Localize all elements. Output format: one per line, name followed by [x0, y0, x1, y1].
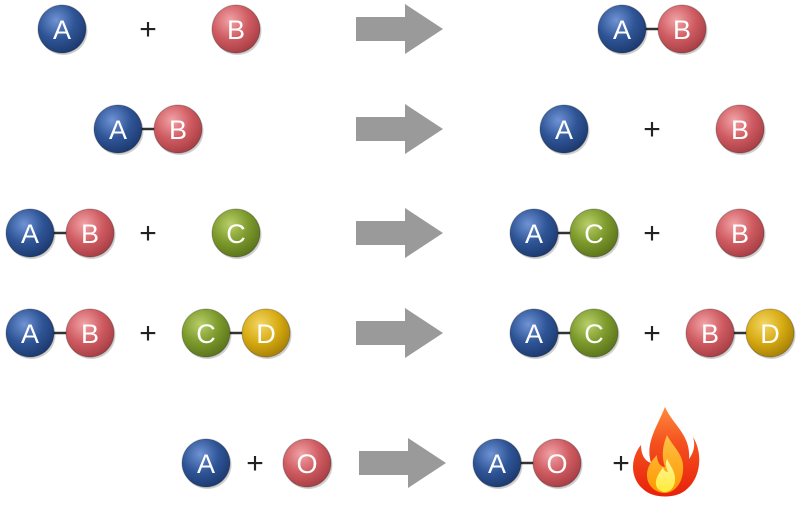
- atom-A: A: [597, 4, 648, 55]
- atom-label: A: [21, 219, 39, 249]
- atom-C: C: [569, 308, 620, 359]
- species: A: [539, 104, 590, 155]
- atom-A: A: [5, 208, 56, 259]
- plus-sign: +: [139, 217, 157, 250]
- atom-A: A: [539, 104, 590, 155]
- plus-sign: +: [139, 13, 157, 46]
- atom-A: A: [472, 438, 523, 489]
- atom-B: B: [211, 4, 262, 55]
- atom-B: B: [153, 104, 204, 155]
- atom-label: B: [731, 115, 749, 145]
- reaction-arrow: [359, 438, 446, 488]
- reaction-arrow: [356, 104, 443, 154]
- atom-O: O: [532, 438, 583, 489]
- atom-B: B: [657, 4, 708, 55]
- atom-A: A: [509, 308, 560, 359]
- species: B: [715, 208, 766, 259]
- atom-label: B: [701, 319, 719, 349]
- atom-label: C: [196, 319, 216, 349]
- atom-A: A: [181, 438, 232, 489]
- plus-sign: +: [643, 217, 661, 250]
- atom-label: B: [81, 219, 99, 249]
- atom-label: A: [21, 319, 39, 349]
- atom-label: A: [197, 449, 215, 479]
- species: A: [181, 438, 232, 489]
- atom-C: C: [211, 208, 262, 259]
- atom-A: A: [37, 4, 88, 55]
- atom-label: C: [584, 319, 604, 349]
- atom-label: B: [673, 15, 691, 45]
- species: B: [211, 4, 262, 55]
- atom-B: B: [65, 208, 116, 259]
- species: [633, 407, 700, 497]
- atom-label: A: [488, 449, 506, 479]
- species: B: [715, 104, 766, 155]
- atom-A: A: [5, 308, 56, 359]
- species: C: [211, 208, 262, 259]
- atom-label: O: [546, 449, 567, 479]
- species: A: [37, 4, 88, 55]
- atom-label: A: [53, 15, 71, 45]
- reaction-arrow: [356, 308, 443, 358]
- atom-B: B: [715, 208, 766, 259]
- plus-sign: +: [643, 317, 661, 350]
- atom-B: B: [685, 308, 736, 359]
- atom-label: A: [613, 15, 631, 45]
- atom-label: A: [525, 219, 543, 249]
- atom-B: B: [65, 308, 116, 359]
- plus-sign: +: [246, 447, 264, 480]
- atom-D: D: [241, 308, 292, 359]
- atom-label: A: [555, 115, 573, 145]
- atom-label: B: [169, 115, 187, 145]
- atom-label: B: [731, 219, 749, 249]
- atom-label: A: [109, 115, 127, 145]
- atom-C: C: [181, 308, 232, 359]
- atom-label: B: [81, 319, 99, 349]
- reaction-arrow: [356, 4, 443, 54]
- plus-sign: +: [643, 113, 661, 146]
- atom-D: D: [745, 308, 796, 359]
- atom-A: A: [93, 104, 144, 155]
- species: O: [282, 438, 333, 489]
- atom-O: O: [282, 438, 333, 489]
- atom-label: D: [256, 319, 276, 349]
- atom-C: C: [569, 208, 620, 259]
- atom-A: A: [509, 208, 560, 259]
- reaction-arrow: [356, 208, 443, 258]
- atom-label: C: [584, 219, 604, 249]
- atom-label: A: [525, 319, 543, 349]
- atom-label: O: [296, 449, 317, 479]
- fire-icon: [633, 407, 700, 497]
- plus-sign: +: [139, 317, 157, 350]
- plus-sign: +: [612, 447, 630, 480]
- atom-B: B: [715, 104, 766, 155]
- atom-label: D: [760, 319, 780, 349]
- atom-label: C: [226, 219, 246, 249]
- atom-label: B: [227, 15, 245, 45]
